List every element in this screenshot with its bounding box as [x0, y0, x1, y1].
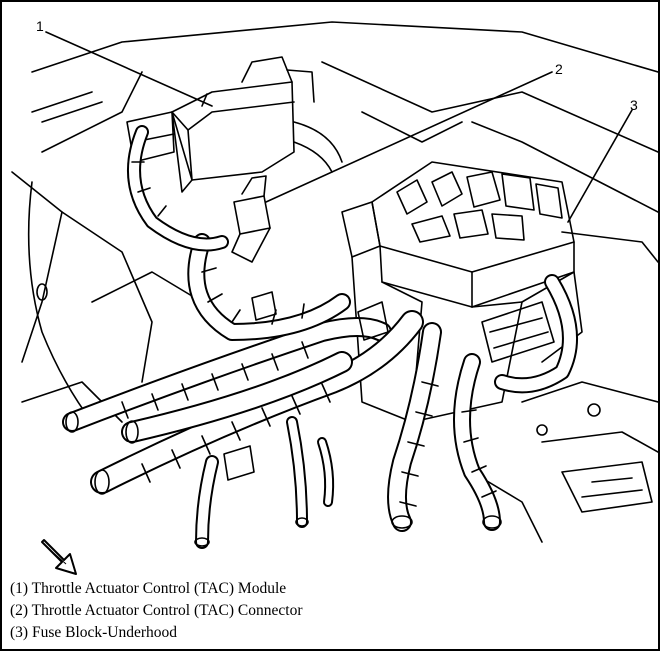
leader-lines: [45, 31, 633, 223]
callout-1: 1: [36, 18, 44, 34]
legend: (1) Throttle Actuator Control (TAC) Modu…: [10, 578, 302, 644]
legend-item-tac-connector: (2) Throttle Actuator Control (TAC) Conn…: [10, 602, 303, 619]
tac-connector: [231, 175, 271, 263]
callout-3: 3: [630, 97, 638, 113]
legend-item-fuse-block: (3) Fuse Block-Underhood: [10, 624, 178, 641]
body-panels: [11, 21, 658, 543]
tac-module: [126, 56, 343, 193]
wiring-harnesses: [62, 125, 578, 549]
legend-item-tac-module: (1) Throttle Actuator Control (TAC) Modu…: [10, 580, 287, 597]
callout-2: 2: [555, 61, 563, 77]
arrow-icon: [41, 539, 77, 575]
